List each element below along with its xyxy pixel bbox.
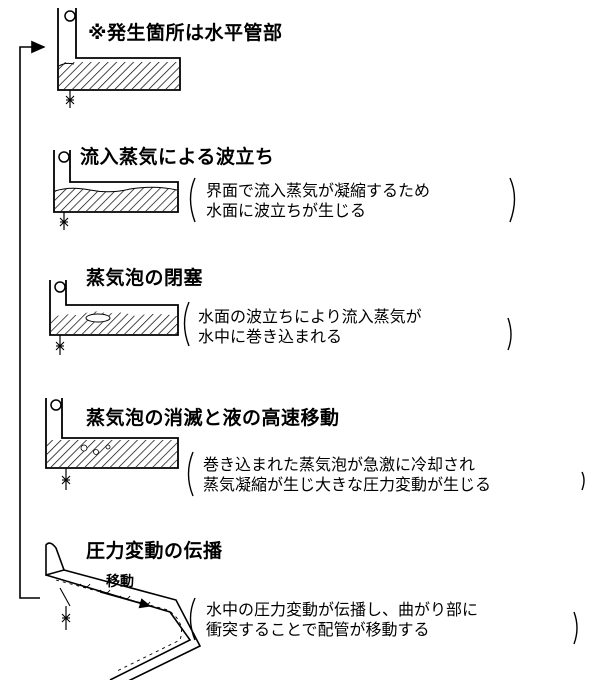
stage-3-note: 水面の波立ちにより流入蒸気が 水中に巻き込まれる <box>198 307 422 347</box>
stage-5-note: 水中の圧力変動が伝播し、曲がり部に 衝突することで配管が移動する <box>206 600 478 640</box>
stage-3-title: 蒸気泡の閉塞 <box>86 267 204 289</box>
stage-2-title: 流入蒸気による波立ち <box>80 146 275 168</box>
drain-valve <box>55 335 65 355</box>
drain-valve <box>61 468 71 490</box>
stage-4-note-line-2: 蒸気凝縮が生じ大きな圧力変動が生じる <box>203 475 492 494</box>
stage-5-title: 圧力変動の伝播 <box>86 540 223 562</box>
stage-1-title: ※発生箇所は水平管部 <box>88 22 283 44</box>
stage-4-note-line-1: 巻き込まれた蒸気泡が急激に冷却され <box>203 455 476 474</box>
note-brackets <box>183 177 585 645</box>
pipe-stage-5-moving <box>45 542 202 680</box>
stage-2-note-line-1: 界面で流入蒸気が凝縮するため <box>206 181 431 200</box>
stage-4-note: 巻き込まれた蒸気泡が急激に冷却され 蒸気凝縮が生じ大きな圧力変動が生じる <box>203 455 491 495</box>
drain-valve <box>65 90 75 108</box>
pipe-stage-2 <box>53 150 179 230</box>
stage-3-note-line-1: 水面の波立ちにより流入蒸気が <box>198 307 422 326</box>
pipe-stage-3 <box>49 280 179 355</box>
feedback-loop-arrow <box>19 40 46 599</box>
pipe-stage-4 <box>45 398 179 490</box>
stage-2-note-line-2: 水面に波立ちが生じる <box>206 201 367 220</box>
movement-arrow <box>99 591 152 609</box>
stage-2-note: 界面で流入蒸気が凝縮するため 水面に波立ちが生じる <box>206 181 430 221</box>
stage-3-note-line-2: 水中に巻き込まれる <box>198 327 343 346</box>
stage-5-note-line-1: 水中の圧力変動が伝播し、曲がり部に <box>206 600 479 619</box>
pipe-stage-1 <box>57 8 181 108</box>
movement-label: 移動 <box>106 574 134 590</box>
drain-valve <box>59 212 69 230</box>
stage-4-title: 蒸気泡の消滅と液の高速移動 <box>86 407 340 429</box>
stage-5-note-line-2: 衝突することで配管が移動する <box>206 620 430 639</box>
drain-valve <box>61 606 71 630</box>
